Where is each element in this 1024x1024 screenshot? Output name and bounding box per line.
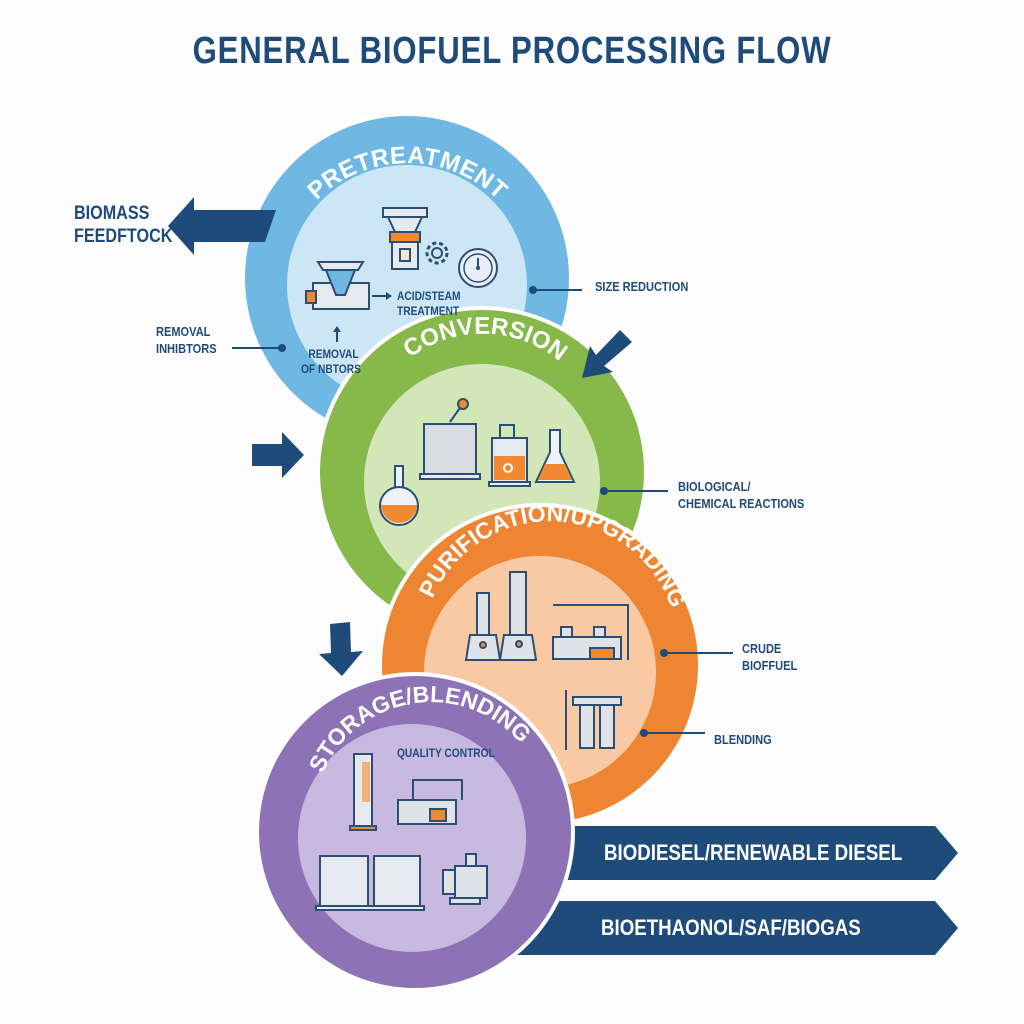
callout-biological-chemical: BIOLOGICAL/ CHEMICAL REACTIONS (678, 478, 804, 512)
shredder-icon (305, 261, 370, 310)
feedstock-label: BIOMASS FEEDFTOCK (74, 202, 172, 248)
feedstock-arrow-icon (168, 197, 276, 255)
inner-text: TREATMENT (397, 304, 460, 318)
inner-text: ACID/STEAM (397, 289, 461, 303)
callout-size-reduction: SIZE REDUCTION (595, 279, 689, 294)
removal-nbtors-label: REMOVAL OF NBTORS (301, 347, 361, 377)
distillation-column-icon (498, 571, 538, 661)
callout-text: CRUDE (742, 641, 782, 656)
callout-lines (232, 286, 733, 737)
feedstock-label-line1: BIOMASS (74, 203, 150, 224)
arrow-head-icon (386, 292, 392, 300)
acid-steam-label: ACID/STEAM TREATMENT (397, 289, 460, 319)
erlenmeyer-flask-icon (534, 429, 576, 483)
flow-arrow-down-icon (319, 622, 363, 676)
stage-storage: STORAGE/BLENDING (255, 672, 575, 992)
filter-cartridge-icon (565, 690, 622, 750)
gauge-icon (458, 248, 498, 288)
column-tower-icon (349, 753, 377, 831)
round-flask-icon (379, 465, 419, 526)
callout-crude-biofuel: CRUDE BIOFFUEL (742, 640, 797, 674)
flow-arrow-diagonal-icon (582, 330, 632, 378)
pump-motor-icon (442, 853, 488, 905)
control-unit-icon (397, 779, 463, 825)
arrow-head-icon (333, 326, 341, 332)
refinery-unit-icon (552, 604, 629, 660)
gear-icon (425, 241, 449, 265)
inner-text: OF NBTORS (301, 362, 361, 376)
output-label-bioethanol: BIOETHAONOL/SAF/BIOGAS (601, 915, 861, 940)
callout-text: CHEMICAL REACTIONS (678, 496, 805, 511)
output-banner-bioethanol (500, 901, 958, 955)
inner-text: REMOVAL (308, 347, 359, 361)
mill-icon (382, 207, 428, 270)
output-label-biodiesel: BIODIESEL/RENEWABLE DIESEL (604, 840, 903, 865)
callout-text: BIOFFUEL (742, 658, 798, 673)
output-banner-biodiesel (560, 826, 958, 880)
flow-arrow-right-icon (252, 432, 304, 478)
callout-removal-inhibitors: REMOVAL INHIBTORS (156, 323, 217, 357)
page-title: GENERAL BIOFUEL PROCESSING FLOW (192, 30, 832, 72)
storage-tank-icon (319, 855, 369, 907)
feedstock-label-line2: FEEDFTOCK (74, 226, 173, 247)
storage-tank-icon (315, 855, 425, 911)
reactor-tank-icon (419, 398, 481, 480)
callout-text: INHIBTORS (156, 341, 217, 356)
bioreactor-icon (488, 424, 531, 487)
stage-purification: PURIFICATION/UPGRADING (378, 500, 702, 827)
callout-text: BIOLOGICAL/ (678, 479, 751, 494)
callout-blending: BLENDING (714, 732, 772, 747)
callout-text: REMOVAL (156, 324, 211, 339)
quality-control-label: QUALITY CONTROL (397, 746, 495, 760)
